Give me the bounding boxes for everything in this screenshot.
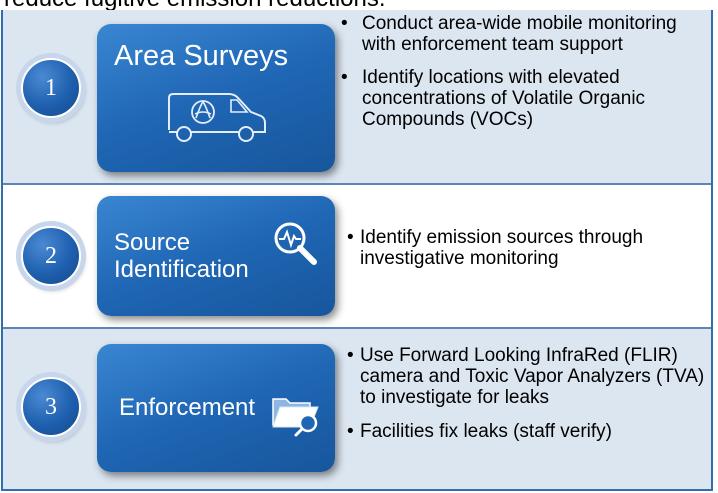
step-number-badge: 3 <box>21 377 81 437</box>
divider-1 <box>3 183 713 185</box>
diagram-frame <box>1 10 713 491</box>
step-number-badge: 2 <box>21 226 81 286</box>
bullet-text: Identify locations with elevated concent… <box>362 67 646 130</box>
bullet-text: Identify emission sources through invest… <box>360 227 644 269</box>
step-3-bullets: • Use Forward Looking InfraRed (FLIR) cam… <box>347 345 713 454</box>
bullet-dot: • <box>341 67 348 88</box>
bullet-item: • Facilities fix leaks (staff verify) <box>347 421 713 442</box>
bullet-item: • Identify locations with elevated concen… <box>339 67 711 130</box>
bullet-dot: • <box>347 227 354 248</box>
cut-off-heading: reduce fugitive emission reductions. <box>0 0 718 11</box>
van-icon <box>168 93 266 142</box>
step-number: 1 <box>45 74 57 101</box>
step-card-enforcement: Enforcement <box>97 344 335 472</box>
bullet-dot: • <box>341 13 348 34</box>
divider-2 <box>3 327 713 329</box>
bullet-text: Facilities fix leaks (staff verify) <box>360 421 612 442</box>
bullet-dot: • <box>347 345 354 366</box>
step-2-bullets: • Identify emission sources through inves… <box>347 227 709 281</box>
folder-search-icon <box>272 398 319 437</box>
bullet-text: Use Forward Looking InfraRed (FLIR) came… <box>360 345 705 408</box>
bullet-dot: • <box>347 421 354 442</box>
step-title: Area Surveys <box>114 40 289 72</box>
step-number: 2 <box>45 242 57 269</box>
step-1-bullets: • Conduct area-wide mobile monitoring wit… <box>339 13 711 142</box>
bullet-item: • Identify emission sources through inves… <box>347 227 709 269</box>
magnifier-pulse-icon <box>274 222 317 265</box>
step-title: Enforcement <box>119 394 256 421</box>
step-number-badge: 1 <box>21 58 81 118</box>
step-title-line-2: Identification <box>114 256 249 283</box>
bullet-item: • Use Forward Looking InfraRed (FLIR) cam… <box>347 345 713 408</box>
bullet-text: Conduct area-wide mobile monitoring with… <box>362 13 677 55</box>
step-number: 3 <box>45 393 57 420</box>
step-card-source-identification: Source Identification <box>97 196 335 316</box>
step-card-area-surveys: Area Surveys <box>97 24 335 172</box>
step-title-line-1: Source <box>114 229 191 256</box>
bullet-item: • Conduct area-wide mobile monitoring wit… <box>339 13 711 55</box>
